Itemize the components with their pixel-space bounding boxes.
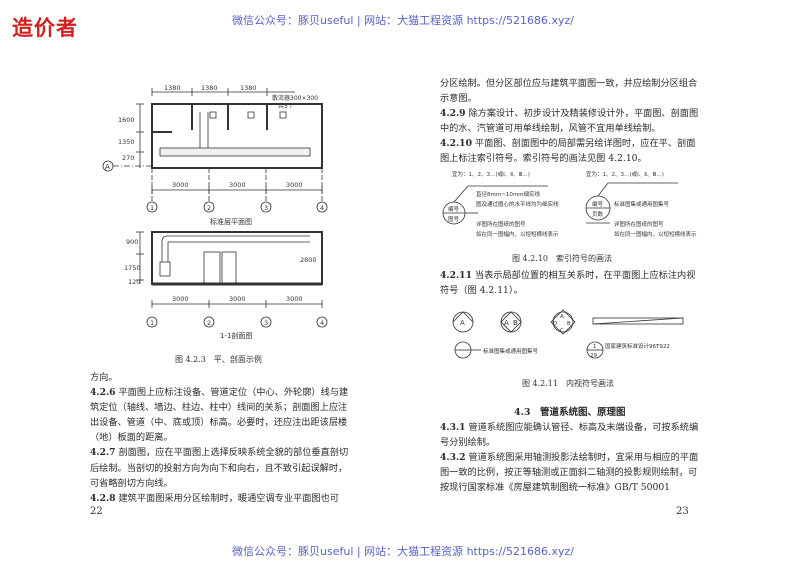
paragraph: 方向。 — [90, 372, 118, 383]
paragraph-4-3-1: 4.3.1 管道系统图应能确认管径、标高及末端设备，可按系统编号分别绘制。 — [440, 422, 699, 449]
figure-caption-4-2-11: 图 4.2.11 内视符号画法 — [522, 379, 614, 388]
fig10-right-top: 宜为：1、2、3…(或Ⅰ、Ⅱ、Ⅲ…) — [586, 170, 664, 178]
label-right: 国家建筑标准设计96T922 — [605, 342, 670, 350]
dim-section-side-3: 120 — [128, 278, 140, 286]
dim-top-3: 1380 — [240, 84, 257, 92]
symbol-a2: A — [504, 319, 509, 327]
page-number-right: 23 — [676, 506, 689, 517]
grid-axis-2: 2 — [207, 204, 211, 212]
left-note-2: 圆及通过圆心的水平线均为细实线 — [476, 200, 559, 208]
left-note-4: 如在同一图幅内，以短短横线表示 — [476, 230, 559, 238]
right-note-3: 如在同一图幅内，以短短横线表示 — [614, 230, 697, 238]
left-text-block: 方向。 4.2.6 平面图上应标注设备、管道定位（中心、外轮廓）线与建筑定位（轴… — [90, 370, 352, 506]
ref-numerator: 1 — [593, 344, 597, 350]
circle-right-top: 编号 — [592, 200, 604, 208]
grid-axis-4: 4 — [320, 204, 324, 212]
dim-section-side-1: 900 — [126, 238, 138, 246]
section-label: 1-1剖面图 — [220, 331, 252, 340]
left-note-3: 详图所在图纸的图号 — [476, 220, 526, 228]
symbol-b2: B — [513, 319, 518, 327]
watermark-top: 微信公众号：豚贝useful | 网站：大猫工程资源 https://52168… — [232, 14, 574, 27]
interior-view-symbol-figure: A A B A B C D 标准图集或通用图集号 1 29 国家建筑标准设计96… — [452, 309, 684, 359]
index-symbol-figure: 宜为：1、2、3…(或Ⅰ、Ⅱ、Ⅲ…) 宜为：1、2、3…(或Ⅰ、Ⅱ、Ⅲ…) 编号… — [442, 170, 697, 238]
circle-right-bottom: 页数 — [592, 210, 604, 218]
plan-label: 标准层平面图 — [210, 217, 252, 226]
symbol-b3: B — [567, 321, 571, 327]
grid-axis-3: 3 — [264, 204, 268, 212]
axis-letter: A — [105, 163, 110, 171]
right-top-text: 分区绘制。但分区部位应与建筑平面图一致，并应绘制分区组合示意图。 4.2.9 除… — [440, 76, 700, 167]
dim-plan-side-3: 270 — [122, 154, 134, 162]
paragraph-4-2-11: 4.2.11 当表示局部位置的相互关系时，在平面图上应标注内视符号（图 4.2.… — [440, 270, 696, 297]
right-bottom-text: 4.3.1 管道系统图应能确认管径、标高及末端设备，可按系统编号分别绘制。 4.… — [440, 420, 700, 495]
fig10-left-top: 宜为：1、2、3…(或Ⅰ、Ⅱ、Ⅲ…) — [452, 170, 530, 178]
paragraph-4-2-6: 4.2.6 平面图上应标注设备、管道定位（中心、外轮廓）线与建筑定位（轴线、墙边… — [90, 387, 349, 444]
dim-plan-side-1: 1600 — [118, 116, 135, 124]
watermark-bottom: 微信公众号：豚贝useful | 网站：大猫工程资源 https://52168… — [232, 545, 574, 558]
dim-bottom-2: 3000 — [229, 181, 246, 189]
sec-axis-3: 3 — [264, 319, 268, 327]
note-line-1: 散流器300×300 — [272, 94, 318, 102]
left-note-1: 直径8mm~10mm细实线 — [476, 190, 541, 198]
symbol-a3: A — [560, 314, 564, 320]
section-title-4-3: 4.3 管道系统图、原理图 — [514, 407, 626, 418]
sec-axis-1: 1 — [150, 319, 154, 327]
dim-section-side-2: 1750 — [124, 264, 141, 272]
right-note-2: 详图所在图纸的图号 — [614, 220, 664, 228]
circle-left-bottom: 图号 — [448, 215, 460, 223]
figure-caption-4-2-10: 图 4.2.10 索引符号的画法 — [512, 254, 612, 263]
dim-top-2: 1380 — [201, 84, 218, 92]
symbol-c3: C — [560, 328, 564, 334]
plan-section-figure: 1380 1380 1380 散流器300×300 共5个 1600 1350 … — [102, 84, 328, 340]
label-left: 标准图集或通用图集号 — [483, 347, 539, 355]
right-note-1: 标准图集或通用图集号 — [614, 200, 670, 208]
dim-plan-side-2: 1350 — [118, 138, 135, 146]
paragraph: 分区绘制。但分区部位应与建筑平面图一致，并应绘制分区组合示意图。 — [440, 78, 698, 105]
page-number-left: 22 — [90, 506, 103, 517]
paragraph-4-2-7: 4.2.7 剖面图，应在平面图上选择反映系统全貌的部位垂直剖切后绘制。当剖切的投… — [90, 447, 349, 489]
paragraph-4-2-10: 4.2.10 平面图、剖面图中的局部需另绘详图时，应在平、剖面图上标注索引符号。… — [440, 138, 696, 165]
sec-axis-4: 4 — [320, 319, 324, 327]
dim-sec-bottom-2: 3000 — [229, 295, 246, 303]
dim-bottom-3: 3000 — [286, 181, 303, 189]
figure-caption-4-2-3: 图 4.2.3 平、剖面示例 — [175, 355, 262, 364]
paragraph-4-2-9: 4.2.9 除方案设计、初步设计及精装修设计外，平面图、剖面图中的水、汽管道可用… — [440, 108, 699, 135]
ref-denominator: 29 — [590, 353, 597, 359]
grid-axis-1: 1 — [150, 204, 154, 212]
brand-logo: 造价者 — [12, 16, 78, 40]
dim-sec-bottom-3: 3000 — [286, 295, 303, 303]
sec-axis-2: 2 — [207, 319, 211, 327]
paragraph-4-2-8: 4.2.8 建筑平面图采用分区绘制时，暖通空调专业平面图也可 — [90, 492, 339, 504]
dim-section-height: 2800 — [300, 256, 317, 264]
note-line-2: 共5个 — [278, 102, 294, 110]
dim-bottom-1: 3000 — [172, 181, 189, 189]
dim-top-1: 1380 — [164, 84, 181, 92]
dim-sec-bottom-1: 3000 — [172, 295, 189, 303]
circle-left-top: 编号 — [448, 205, 460, 213]
symbol-d3: D — [553, 321, 557, 327]
symbol-a: A — [460, 319, 465, 327]
paragraph-4-3-2: 4.3.2 管道系统图采用轴测投影法绘制时，宜采用与相应的平面图一致的比例，按正… — [440, 452, 699, 494]
